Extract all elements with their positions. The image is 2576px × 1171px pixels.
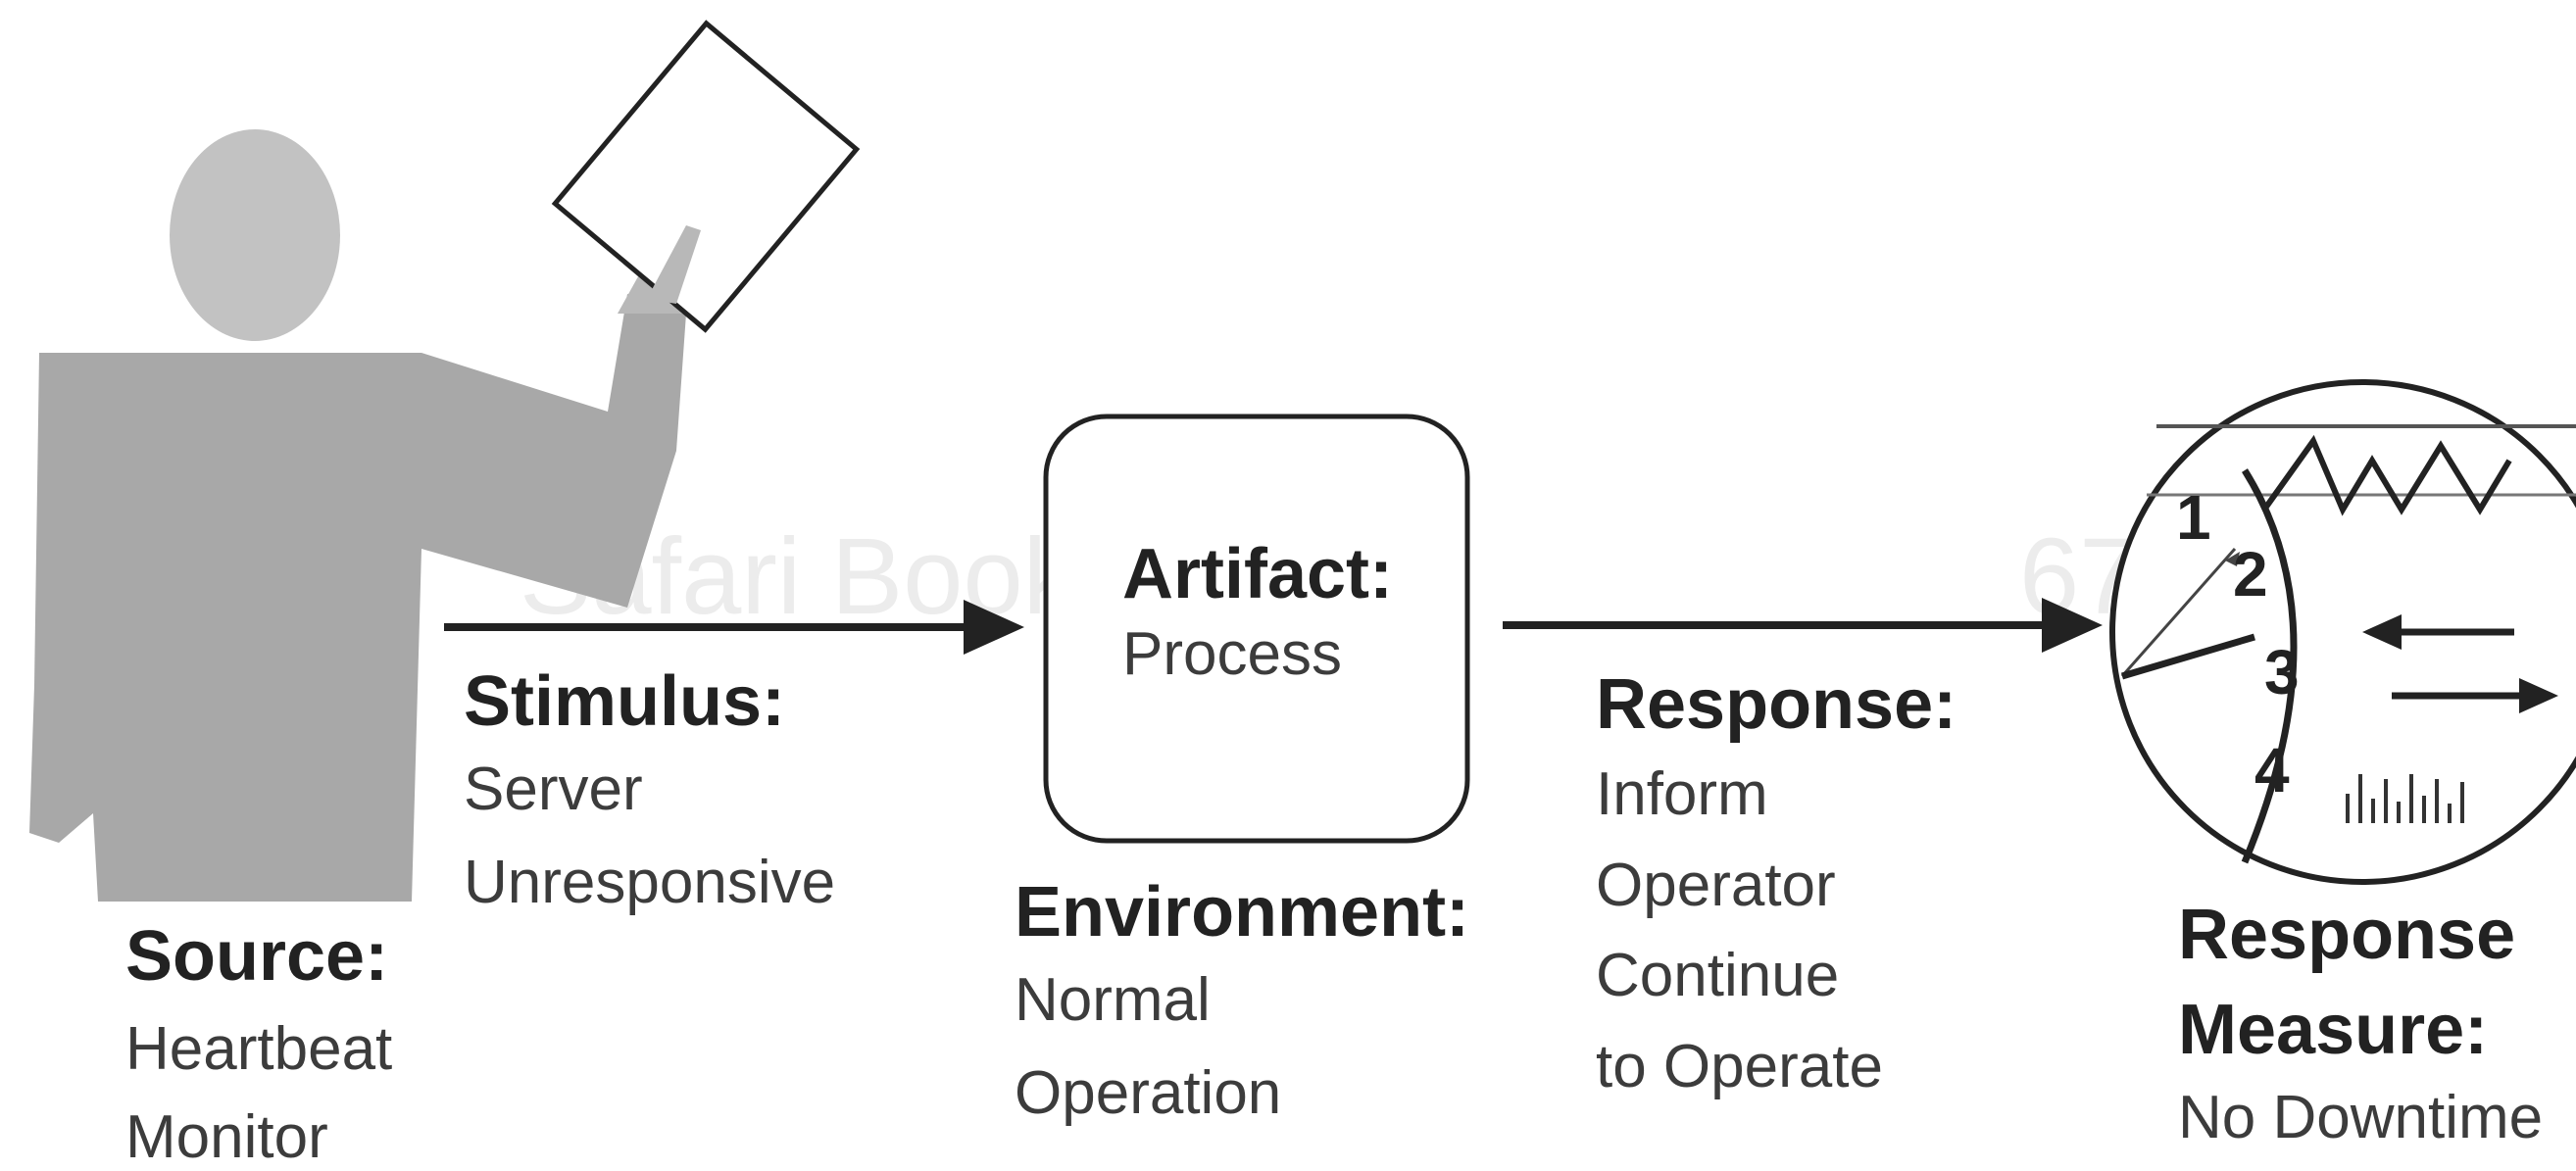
stimulus-line-1: Server (464, 756, 643, 823)
person-body (29, 294, 686, 902)
environment-line-1: Normal (1015, 966, 1211, 1034)
response-line-1: Inform (1596, 760, 1768, 828)
stimulus-line-2: Unresponsive (464, 849, 836, 916)
gauge-number-3: 3 (2264, 637, 2300, 707)
source-heading: Source: (125, 917, 389, 996)
source-line-1: Heartbeat (125, 1015, 393, 1083)
gauge-number-1: 1 (2176, 482, 2211, 553)
response-measure-heading-1: Response (2178, 896, 2516, 974)
environment-line-2: Operation (1015, 1059, 1282, 1127)
person-head (170, 129, 340, 341)
person-figure-icon (29, 20, 861, 902)
response-line-2: Operator (1596, 852, 1836, 919)
response-line-3: Continue (1596, 942, 1840, 1009)
paper-icon (551, 20, 861, 333)
source-line-2: Monitor (125, 1103, 328, 1171)
response-heading: Response: (1596, 665, 1957, 744)
response-arrow (1503, 598, 2103, 653)
stimulus-heading: Stimulus: (464, 662, 786, 741)
artifact-value: Process (1122, 620, 1342, 688)
gauge-number-4: 4 (2254, 735, 2290, 805)
measure-gauge-icon: 1 2 3 4 (2109, 379, 2576, 885)
response-line-4: to Operate (1596, 1033, 1883, 1100)
response-measure-heading-2: Measure: (2178, 991, 2489, 1069)
environment-heading: Environment: (1015, 873, 1470, 951)
response-measure-value: No Downtime (2178, 1084, 2544, 1151)
stimulus-arrow (444, 600, 1024, 655)
artifact-box (1043, 414, 1470, 844)
artifact-heading: Artifact: (1122, 535, 1394, 613)
gauge-number-2: 2 (2233, 539, 2268, 610)
